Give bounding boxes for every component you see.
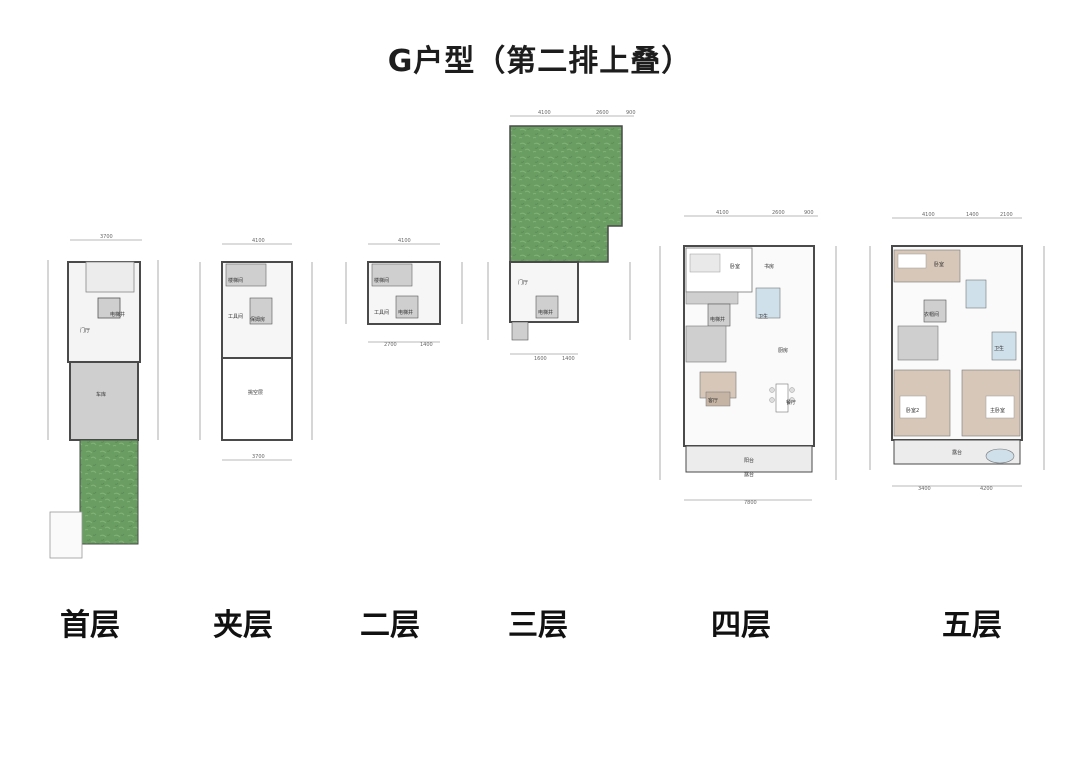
dim-mezz-bottom: 3700 [252,454,265,460]
label-fourth-elevator: 电梯井 [710,316,725,323]
label-fifth-bedroom2: 卧室2 [906,407,919,414]
label-fourth-dining: 餐厅 [786,399,796,406]
label-fourth-floor: 四层 [711,608,771,643]
dim-third-bottom-a: 1600 [534,356,547,362]
label-third-elevator: 电梯井 [538,309,553,316]
dim-third-top-b: 2600 [596,110,609,116]
label-mezz-stair: 楼梯间 [228,277,243,284]
label-fifth-master: 主卧室 [990,407,1005,414]
label-fourth-kitchen: 厨房 [778,347,788,354]
label-fourth-terrace: 露台 [744,471,754,478]
plan-second-floor: 4100 楼梯间 电梯井 工具间 2700 1400 [345,238,463,348]
dim-mezz-top: 4100 [252,238,265,244]
label-third-foyer: 门厅 [518,279,528,286]
dim-second-bottom-b: 1400 [420,342,433,348]
dim-second-bottom-a: 2700 [384,342,397,348]
label-ground-foyer: 门厅 [80,327,90,334]
label-second-elevator: 电梯井 [398,309,413,316]
label-mezz-nanny: 保姆房 [250,316,265,323]
plan-fifth-floor: 4100 1400 2100 卧室 衣帽间 卫生 卧室2 主卧室 露台 3400… [869,212,1045,492]
dim-fourth-top-c: 900 [804,210,814,216]
dim-fourth-top-b: 2600 [772,210,785,216]
dim-fifth-bottom-a: 3400 [918,486,931,492]
page-title: G户型（第二排上叠） [387,44,693,79]
dim-third-top-a: 4100 [538,110,551,116]
label-second-tool: 工具间 [374,309,389,316]
label-second-stair: 楼梯间 [374,277,389,284]
label-fourth-bath: 卫生 [758,313,768,320]
label-fourth-living: 客厅 [708,397,718,404]
label-mezz-void: 挑空层 [248,389,263,396]
dim-fifth-top-b: 1400 [966,212,979,218]
label-mezz-tool: 工具间 [228,313,243,320]
label-third-floor: 三层 [508,608,568,643]
plan-ground-floor: 3700 电梯井 门厅 车库 [47,234,159,559]
label-fifth-bath: 卫生 [994,345,1004,352]
label-fifth-cloak: 衣帽间 [924,311,939,318]
label-second-floor: 二层 [360,608,420,643]
floor-plans: 3700 电梯井 门厅 车库 4100 楼梯间 保姆房 工具间 挑空层 3700 [47,110,1045,559]
label-mezzanine: 夹层 [213,608,273,643]
dim-second-top: 4100 [398,238,411,244]
dim-fourth-bottom: 7800 [744,500,757,506]
label-fifth-floor: 五层 [942,608,1002,643]
dim-fifth-top-c: 2100 [1000,212,1013,218]
dim-fifth-bottom-b: 4200 [980,486,993,492]
dim-fourth-top-a: 4100 [716,210,729,216]
plan-third-floor: 4100 2600 900 电梯井 门厅 1600 1400 [487,110,636,362]
label-fifth-bedroom: 卧室 [934,261,944,268]
label-ground-floor: 首层 [60,608,120,643]
dim-third-bottom-b: 1400 [562,356,575,362]
dim-ground-top: 3700 [100,234,113,240]
dim-fifth-top-a: 4100 [922,212,935,218]
plan-fourth-floor: 4100 2600 900 卧室 书房 电梯井 卫生 厨房 客厅 餐厅 [659,210,837,506]
plan-mezzanine: 4100 楼梯间 保姆房 工具间 挑空层 3700 [199,238,313,461]
dim-third-top-c: 900 [626,110,636,116]
label-fourth-balcony: 阳台 [744,457,754,464]
label-ground-garage: 车库 [96,391,106,398]
label-fourth-bedroom: 卧室 [730,263,740,270]
label-fourth-study: 书房 [764,263,774,270]
label-fifth-terrace: 露台 [952,449,962,456]
label-ground-elevator: 电梯井 [110,311,125,318]
